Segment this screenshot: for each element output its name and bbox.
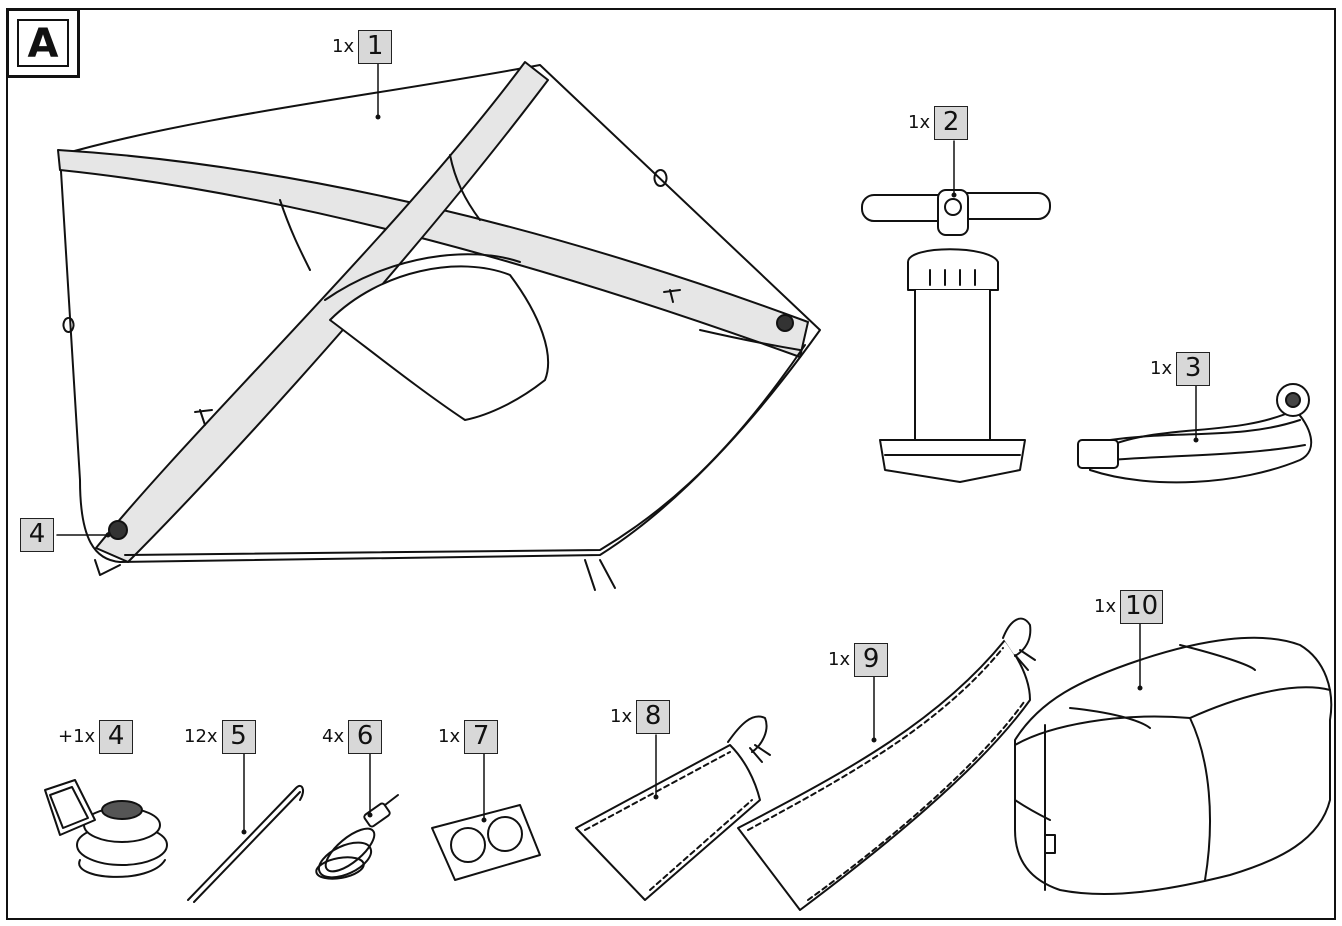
callout-guy-rope: 4x 6	[322, 720, 383, 754]
callout-qty: 4x	[322, 726, 345, 747]
callout-beam-bag: 1x 9	[828, 643, 889, 677]
peg-drawing	[187, 784, 304, 903]
callout-hose: 1x 3	[1150, 352, 1211, 386]
callout-qty: 1x	[1094, 596, 1117, 617]
callout-number: 4	[20, 518, 54, 552]
callout-number: 4	[99, 720, 134, 754]
carry-bag-drawing	[1014, 636, 1333, 896]
pump-drawing	[861, 189, 1051, 483]
callout-qty: 1x	[908, 112, 931, 133]
callout-number: 8	[636, 700, 671, 734]
callout-number: 1	[358, 30, 393, 64]
tent-drawing	[57, 61, 821, 591]
spare-valve-drawing	[44, 779, 168, 878]
callout-number: 9	[854, 643, 889, 677]
callout-qty: 1x	[1150, 358, 1173, 379]
callout-number: 10	[1120, 590, 1164, 624]
peg-bag-drawing	[575, 715, 771, 901]
callout-pump: 1x 2	[908, 106, 969, 140]
callout-spare-valve: +1x 4	[58, 720, 134, 754]
callout-number: 2	[934, 106, 969, 140]
callout-qty: 1x	[332, 36, 355, 57]
callout-peg: 12x 5	[184, 720, 256, 754]
hose-drawing	[1077, 383, 1313, 484]
callout-tent: 1x 1	[332, 30, 393, 64]
callout-number: 3	[1176, 352, 1211, 386]
patches-drawing	[431, 804, 541, 881]
callout-qty: 1x	[438, 726, 461, 747]
diagram-frame	[6, 8, 1336, 920]
callout-peg-bag: 1x 8	[610, 700, 671, 734]
callout-repair-patches: 1x 7	[438, 720, 499, 754]
callout-qty: +1x	[58, 726, 96, 747]
callout-number: 6	[348, 720, 383, 754]
callout-qty: 1x	[610, 706, 633, 727]
callout-number: 7	[464, 720, 499, 754]
guy-rope-drawing	[315, 794, 399, 880]
beam-bag-drawing	[737, 617, 1036, 911]
callout-number: 5	[221, 720, 256, 754]
callout-valve-on-tent: 4	[20, 518, 54, 552]
callout-carry-bag: 1x 10	[1094, 590, 1164, 624]
panel-letter-box: A	[6, 8, 80, 78]
callout-qty: 12x	[184, 726, 218, 747]
leader-lines	[56, 63, 1197, 833]
callout-qty: 1x	[828, 649, 851, 670]
panel-letter: A	[17, 19, 69, 67]
